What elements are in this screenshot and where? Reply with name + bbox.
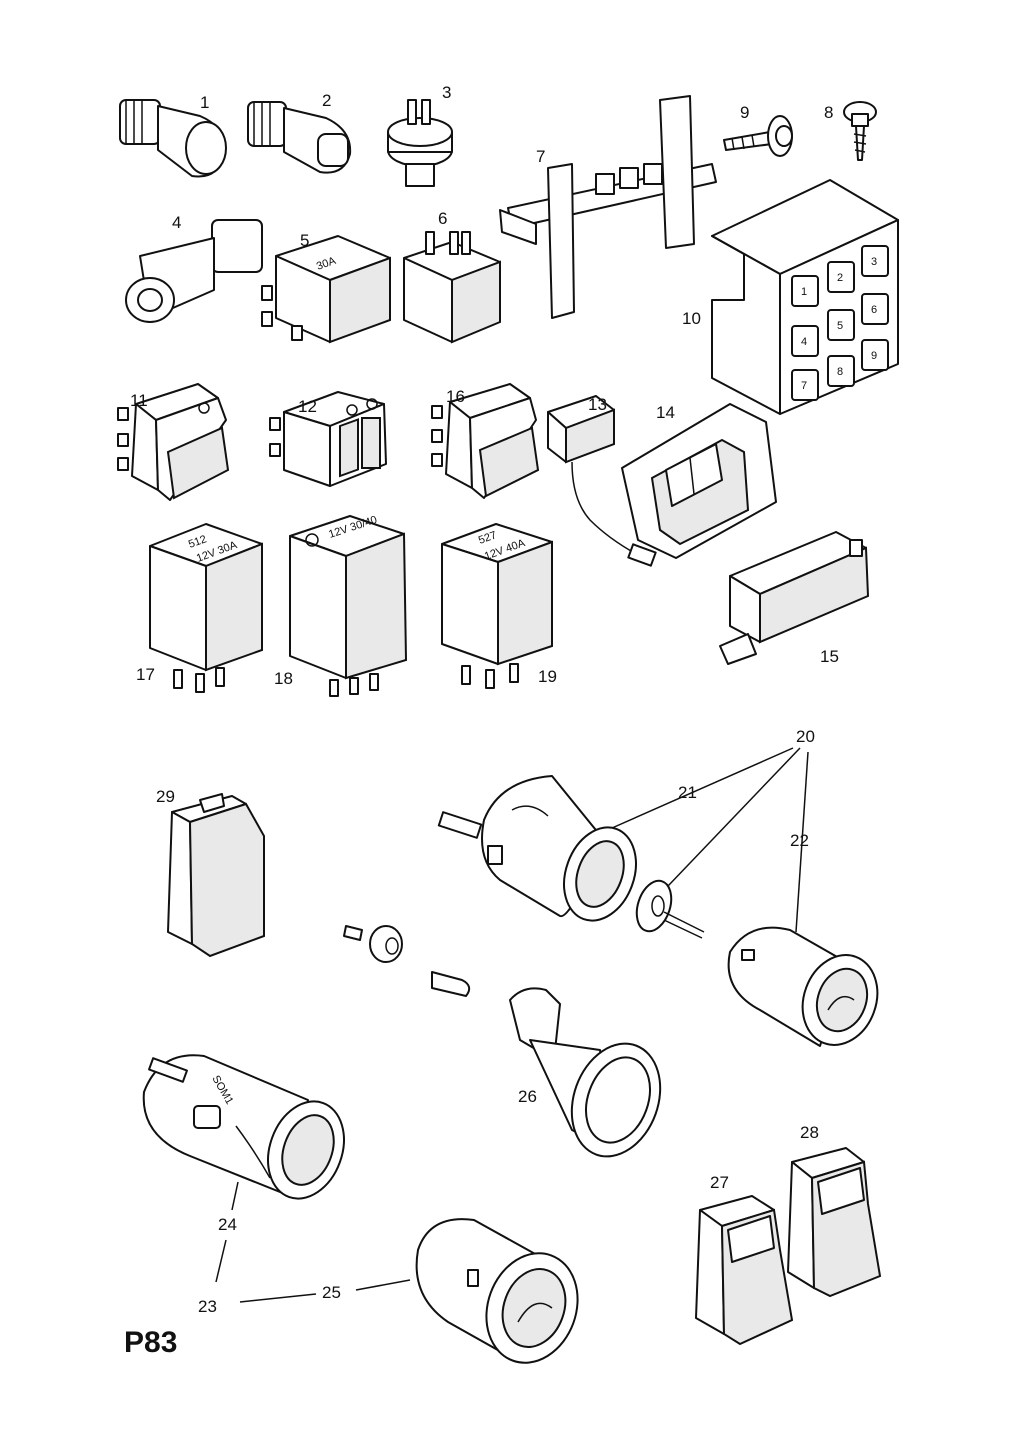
callout-5: 5 bbox=[300, 231, 309, 250]
callout-21: 21 bbox=[678, 783, 697, 802]
fuse-7: 7 bbox=[801, 380, 807, 392]
callout-10: 10 bbox=[682, 309, 701, 328]
callout-18: 18 bbox=[274, 669, 293, 688]
relay-19-code: 527 bbox=[477, 529, 498, 547]
callout-27: 27 bbox=[710, 1173, 729, 1192]
callout-8: 8 bbox=[824, 103, 833, 122]
part-26-socket bbox=[509, 987, 662, 1158]
part-8-bolt bbox=[843, 101, 877, 161]
callout-17: 17 bbox=[136, 665, 155, 684]
callout-29: 29 bbox=[156, 787, 175, 806]
part-6-relay bbox=[403, 231, 501, 344]
relay-17-code: 512 bbox=[187, 533, 208, 551]
part-20-flange bbox=[635, 879, 705, 939]
part-13-switch-harness bbox=[547, 395, 657, 567]
callout-24: 24 bbox=[218, 1215, 237, 1234]
part-7-relay-bracket bbox=[499, 95, 717, 319]
callout-4: 4 bbox=[172, 213, 181, 232]
part-3-switch bbox=[387, 99, 453, 187]
part-18-relay: 12V 30/40 bbox=[289, 514, 408, 697]
callout-7: 7 bbox=[536, 147, 545, 166]
fuse-9: 9 bbox=[871, 350, 877, 362]
part-22-lighter-element bbox=[727, 926, 879, 1047]
callout-3: 3 bbox=[442, 83, 451, 102]
callout-15: 15 bbox=[820, 647, 839, 666]
bulb-holder bbox=[343, 925, 471, 997]
callout-6: 6 bbox=[438, 209, 447, 228]
part-10-fuse-box: 1 2 3 4 5 6 7 8 9 bbox=[711, 179, 899, 415]
part-25-lighter-element bbox=[415, 1218, 579, 1364]
part-11-rocker-switch bbox=[117, 383, 230, 501]
part-28-switch bbox=[787, 1147, 882, 1298]
part-9-screw bbox=[723, 115, 793, 157]
callout-2: 2 bbox=[322, 91, 331, 110]
callout-23: 23 bbox=[198, 1297, 217, 1316]
part-2-pressure-switch bbox=[247, 101, 352, 174]
fuse-1: 1 bbox=[801, 286, 807, 298]
fuse-5: 5 bbox=[837, 320, 843, 332]
callout-9: 9 bbox=[740, 103, 749, 122]
part-4-sensor bbox=[125, 219, 263, 323]
callout-1: 1 bbox=[200, 93, 209, 112]
page-code: P83 bbox=[124, 1326, 177, 1359]
fuse-3: 3 bbox=[871, 256, 877, 268]
part-1-pressure-switch bbox=[119, 99, 227, 178]
part-29-switch bbox=[167, 793, 265, 958]
callout-labels: 1 2 3 4 5 6 7 8 9 10 11 12 13 14 15 16 1… bbox=[130, 83, 839, 1316]
fuse-grid: 1 2 3 4 5 6 7 8 9 bbox=[791, 245, 889, 401]
callout-19: 19 bbox=[538, 667, 557, 686]
part-21-lighter-socket bbox=[437, 775, 637, 922]
fuse-2: 2 bbox=[837, 272, 843, 284]
part-14-bezel bbox=[621, 403, 777, 559]
callout-20: 20 bbox=[796, 727, 815, 746]
callout-28: 28 bbox=[800, 1123, 819, 1142]
callout-26: 26 bbox=[518, 1087, 537, 1106]
part-27-switch bbox=[695, 1195, 794, 1346]
callout-13: 13 bbox=[588, 395, 607, 414]
part-17-relay: 512 12V 30A bbox=[149, 523, 263, 693]
callout-12: 12 bbox=[298, 397, 317, 416]
fuse-8: 8 bbox=[837, 366, 843, 378]
part-15-module bbox=[719, 531, 870, 665]
callout-11: 11 bbox=[130, 391, 148, 410]
fuse-4: 4 bbox=[801, 336, 807, 348]
part-24-lighter-socket: SOM1 bbox=[142, 1054, 345, 1200]
callout-22: 22 bbox=[790, 831, 809, 850]
callout-14: 14 bbox=[656, 403, 675, 422]
part-16-rocker-switch bbox=[431, 383, 540, 499]
callout-16: 16 bbox=[446, 387, 465, 406]
part-12-double-rocker bbox=[269, 391, 387, 487]
part-19-relay: 527 12V 40A bbox=[441, 523, 553, 689]
callout-25: 25 bbox=[322, 1283, 341, 1302]
part-5-relay: 30A bbox=[261, 235, 391, 344]
fuse-6: 6 bbox=[871, 304, 877, 316]
leader-lines bbox=[215, 747, 809, 1303]
